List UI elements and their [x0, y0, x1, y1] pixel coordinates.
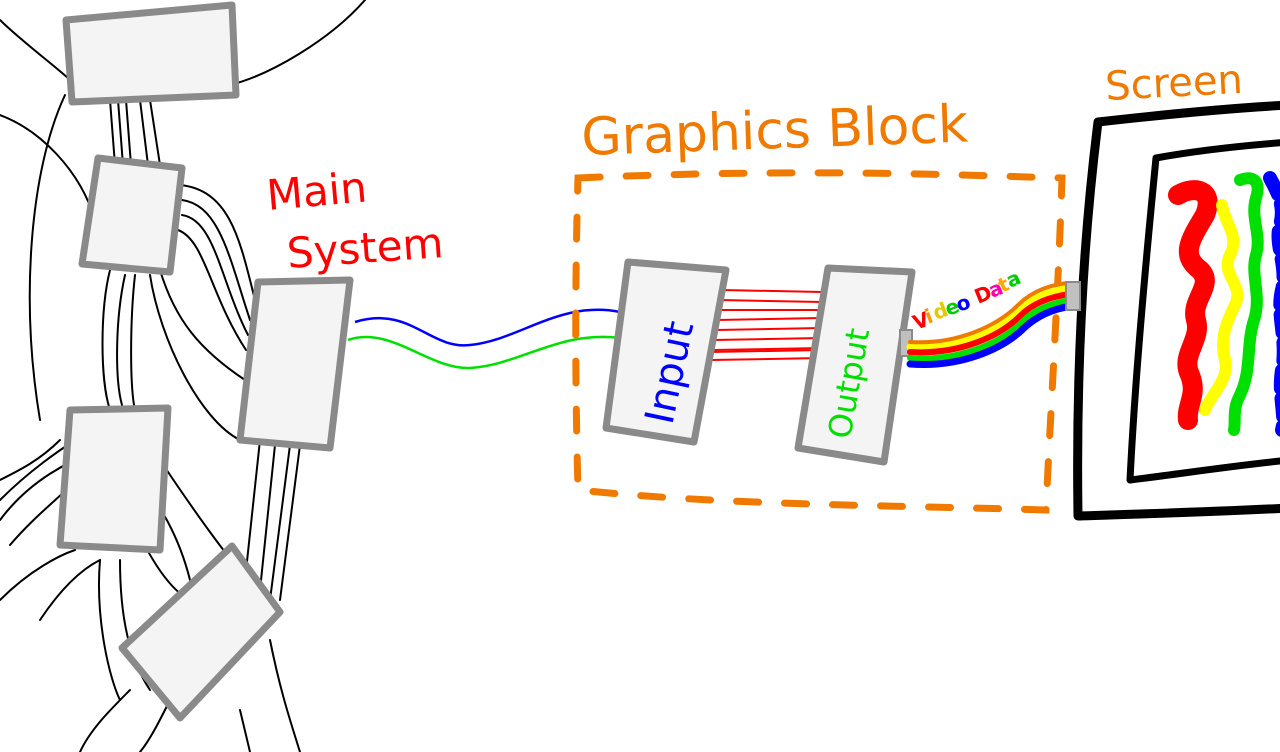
output-box	[794, 264, 916, 466]
video-cable	[906, 281, 1076, 369]
screen-connector	[1065, 281, 1081, 311]
system-components	[56, 1, 354, 722]
chip-main-system	[236, 276, 354, 452]
main-system-label-line1: Main	[265, 162, 369, 220]
graphics-block-label: Graphics Block	[580, 95, 969, 168]
video-data-label: V i d e o D a t a	[910, 265, 1025, 335]
screen-squiggles	[1168, 171, 1280, 437]
wire-blue	[354, 308, 621, 347]
squiggle-yellow	[1199, 199, 1244, 416]
graphics-block-boundary	[572, 169, 1066, 514]
wire-green	[347, 335, 621, 370]
data-bus	[709, 289, 823, 361]
screen-label: Screen	[1104, 57, 1244, 110]
chip-top	[62, 1, 240, 106]
main-system-label-line2: System	[285, 218, 445, 278]
chip-upper-left	[78, 154, 186, 276]
chip-bottom	[118, 542, 284, 722]
input-box	[602, 258, 730, 446]
squiggle-red	[1168, 180, 1218, 430]
squiggle-green	[1228, 172, 1264, 436]
chip-lower-left	[56, 404, 172, 554]
